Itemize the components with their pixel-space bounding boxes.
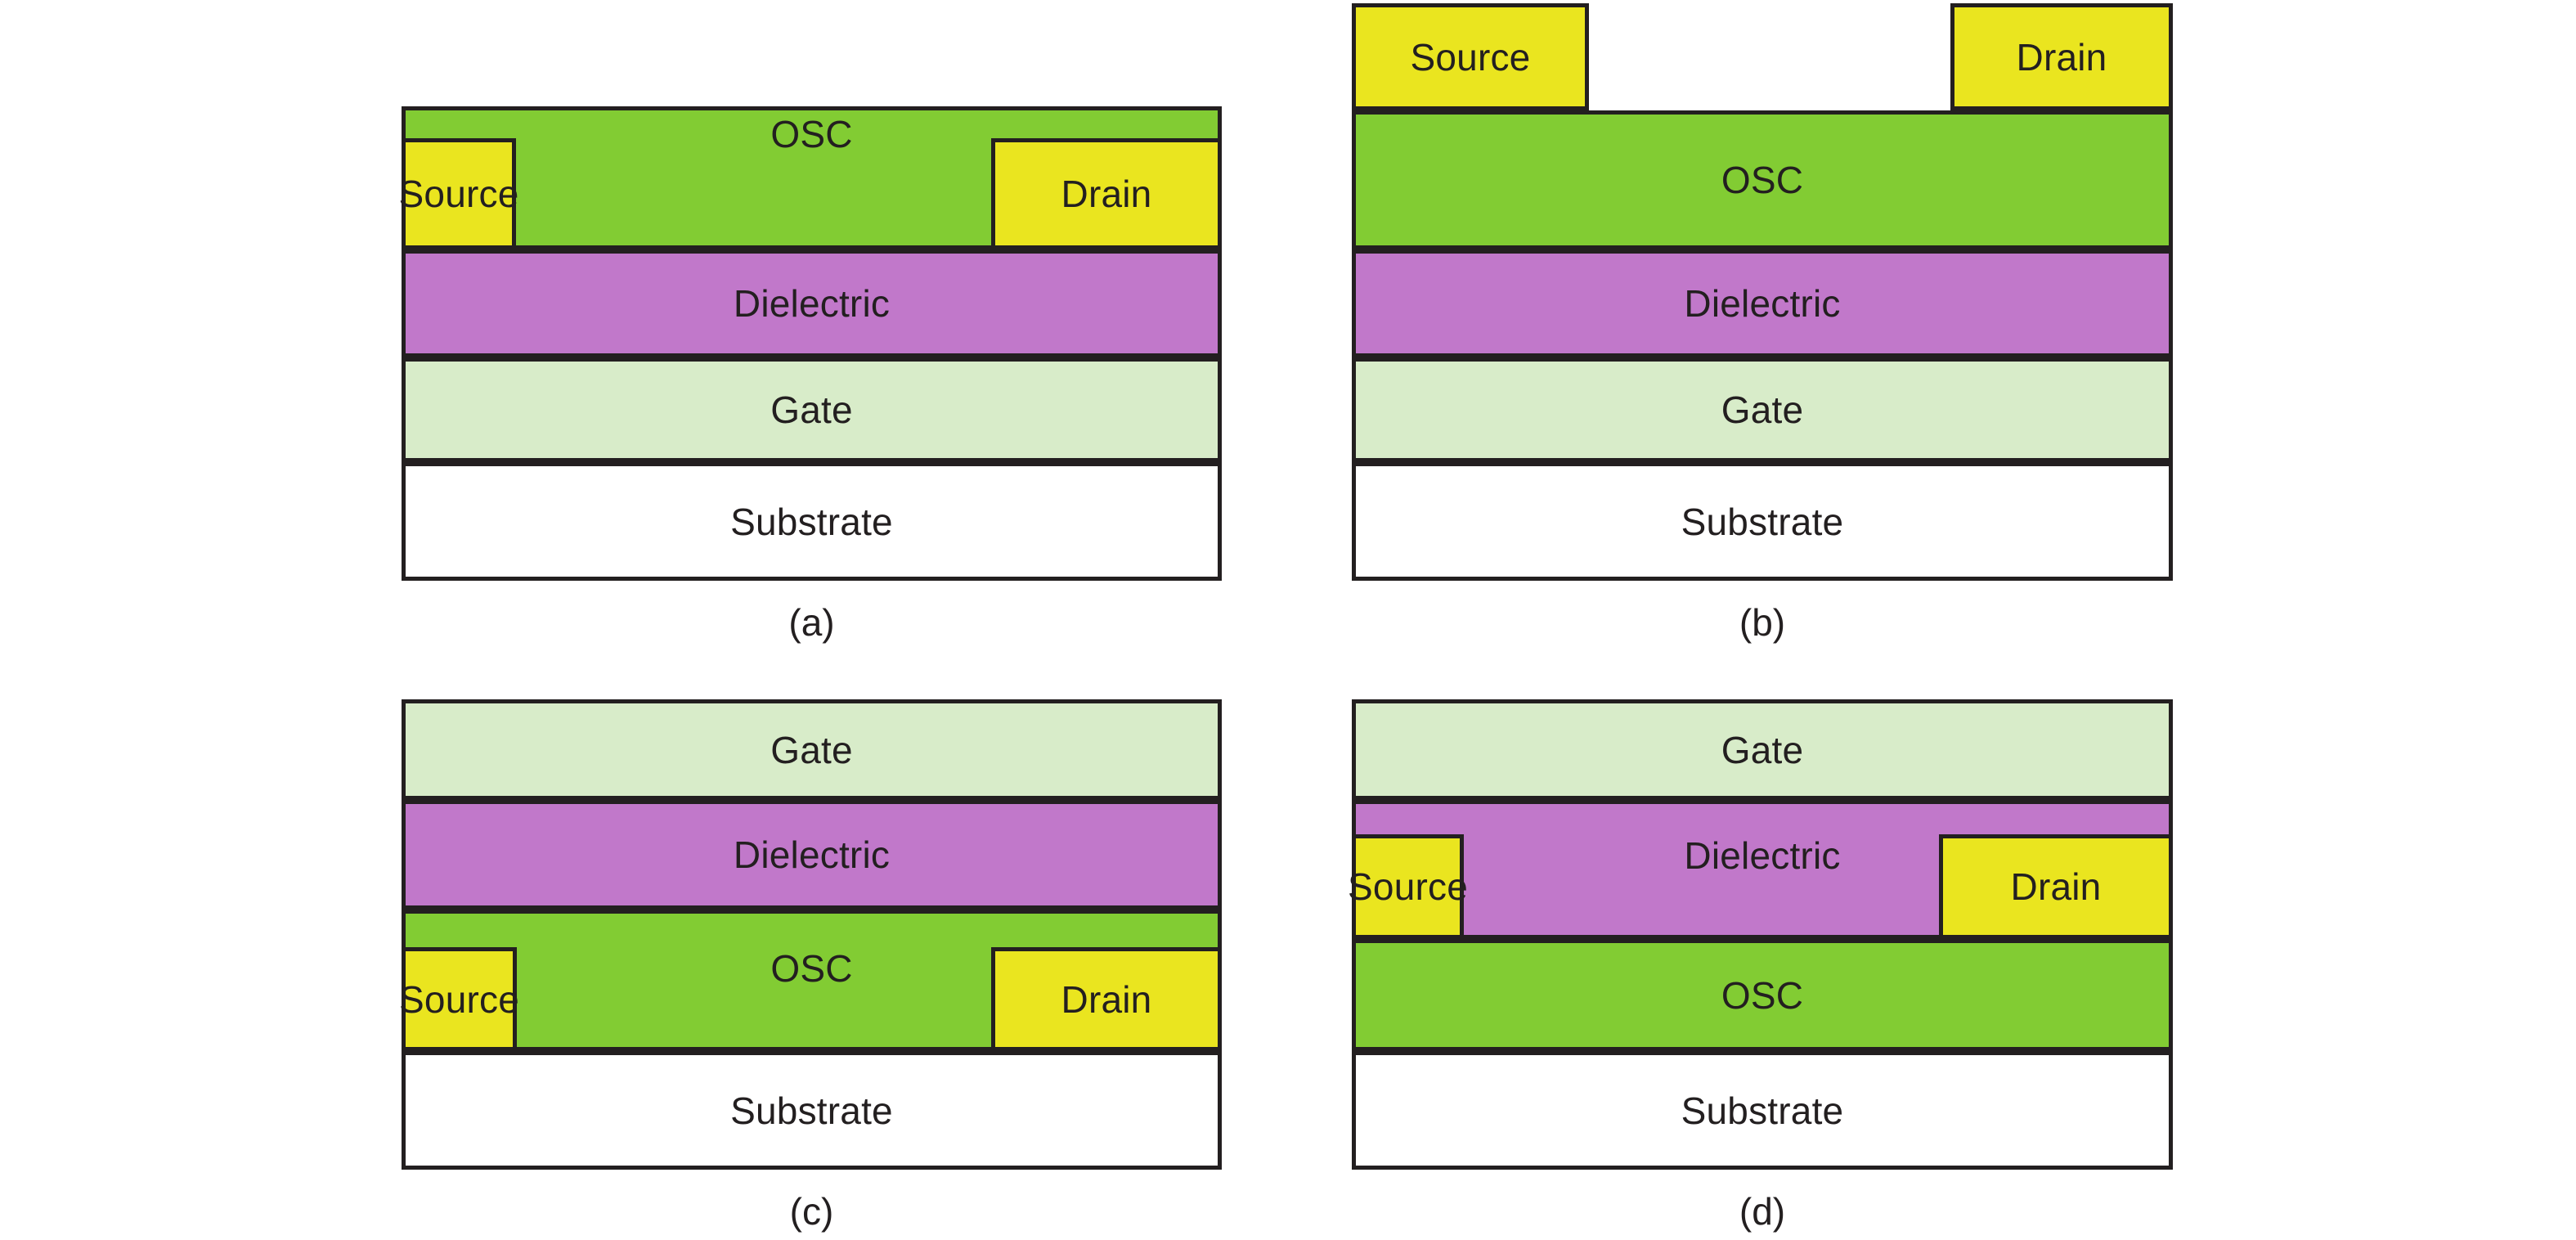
panel-c-osc-label: OSC [770,947,853,990]
panel-c-substrate-label: Substrate [730,1089,893,1132]
panel-a-drain-electrode: Drain [991,138,1222,249]
panel-c-drain-electrode: Drain [991,947,1222,1051]
panel-c-source-label: Source [399,977,519,1021]
panel-d-substrate-layer: Substrate [1352,1051,2173,1170]
panel-b-osc-label: OSC [1721,159,1804,201]
panel-b-source-label: Source [1410,35,1531,79]
panel-d-caption: (d) [1739,1190,1786,1233]
panel-d-drain-electrode: Drain [1939,834,2173,939]
panel-a: OSC Source Drain Dielectric Gate Substra… [398,106,1222,581]
panel-b: Source Drain OSC Dielectric Gate Substra… [1352,3,2173,581]
panel-d-osc-layer: OSC [1352,939,2173,1051]
panel-a-source-label: Source [398,173,519,215]
panel-a-gate-label: Gate [770,389,853,431]
panel-b-osc-layer: OSC [1352,110,2173,249]
panel-c-drain-label: Drain [1061,977,1152,1021]
panel-c-dielectric-label: Dielectric [733,833,891,876]
panel-a-dielectric-layer: Dielectric [402,249,1222,357]
panel-b-drain-electrode: Drain [1950,3,2173,110]
panel-a-caption: (a) [788,601,835,644]
panel-d-drain-label: Drain [2010,865,2102,908]
panel-a-substrate-layer: Substrate [402,462,1222,581]
panel-b-source-electrode: Source [1352,3,1589,110]
panel-d-gate-label: Gate [1721,728,1804,771]
panel-c-substrate-layer: Substrate [402,1051,1222,1170]
panel-b-gate-label: Gate [1721,389,1804,431]
panel-b-substrate-label: Substrate [1681,500,1844,543]
panel-d: Gate Dielectric Source Drain OSC Substra… [1348,699,2173,1170]
panel-c-caption: (c) [789,1190,834,1233]
panel-b-gate-layer: Gate [1352,357,2173,462]
panel-d-osc-label: OSC [1721,973,1804,1017]
panel-d-dielectric-label: Dielectric [1684,834,1841,877]
panel-d-source-electrode: Source [1348,834,1468,939]
panel-c-source-electrode: Source [399,947,519,1051]
panel-b-substrate-layer: Substrate [1352,462,2173,581]
panel-c-gate-label: Gate [770,728,853,771]
panel-a-dielectric-label: Dielectric [733,282,891,325]
panel-a-drain-label: Drain [1061,173,1152,215]
panel-a-osc-label: OSC [770,113,853,155]
panel-b-caption: (b) [1739,601,1786,644]
panel-c-dielectric-layer: Dielectric [402,800,1222,910]
panel-b-drain-label: Drain [2016,35,2107,79]
panel-b-dielectric-label: Dielectric [1684,282,1841,325]
panel-d-gate-layer: Gate [1352,699,2173,800]
panel-a-substrate-label: Substrate [730,500,893,543]
panel-b-dielectric-layer: Dielectric [1352,249,2173,357]
panel-c-gate-layer: Gate [402,699,1222,800]
panel-d-source-label: Source [1348,865,1468,908]
panel-a-source-electrode: Source [398,138,519,249]
panel-d-substrate-label: Substrate [1681,1089,1844,1132]
panel-a-gate-layer: Gate [402,357,1222,462]
panel-c: Gate Dielectric OSC Source Drain Substra… [399,699,1222,1170]
